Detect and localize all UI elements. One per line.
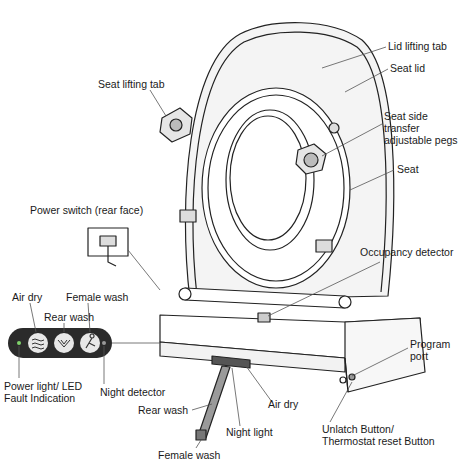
side-peg — [304, 153, 318, 167]
leader-line — [322, 124, 382, 156]
base-front — [160, 342, 345, 372]
part-label: Power switch (rear face) — [30, 204, 160, 216]
switch-cord — [108, 246, 116, 266]
leader-line — [30, 303, 36, 332]
leader-line — [345, 69, 388, 92]
air-dry-icon — [32, 339, 44, 349]
side-peg-mount — [296, 144, 326, 174]
part-label: Seat side transfer adjustable pegs — [384, 110, 460, 146]
leader-line — [150, 90, 166, 116]
seat-lid-shape — [185, 23, 393, 300]
seat-hole — [226, 110, 314, 250]
part-label: Air dry — [268, 398, 318, 410]
hinge-bar — [185, 288, 345, 308]
part-label: Seat lifting tab — [98, 78, 188, 90]
leader-line — [330, 382, 352, 422]
female-wash-icon — [86, 334, 95, 348]
occupancy-sensor — [258, 313, 270, 322]
seat-ring — [202, 88, 350, 288]
part-label: Unlatch Button/ Thermostat reset Button — [322, 423, 444, 447]
wash-wand — [198, 366, 230, 438]
seat-bumper — [180, 210, 196, 222]
program-port — [340, 377, 346, 383]
part-label: Female wash — [158, 449, 238, 461]
wand-tip — [196, 430, 206, 440]
leader-line — [352, 348, 408, 376]
control-panel-body — [8, 328, 112, 358]
female-wash-button — [80, 333, 100, 353]
night-detector — [102, 341, 106, 345]
seat-lid-edge — [193, 32, 386, 296]
part-label: Program port — [410, 338, 462, 362]
seat-peg — [170, 119, 182, 131]
leader-line — [104, 346, 105, 384]
leader-line — [232, 368, 240, 426]
leader-line — [112, 343, 160, 344]
seat-bumper — [316, 240, 332, 252]
part-label: Rear wash — [138, 404, 198, 416]
rear-wash-button — [54, 333, 74, 353]
leader-line — [19, 346, 20, 378]
power-light — [17, 341, 21, 345]
rear-wash-icon — [58, 340, 70, 347]
part-label: Lid lifting tab — [388, 40, 466, 52]
part-label: Night detector — [100, 386, 180, 398]
power-switch — [100, 236, 116, 246]
hinge-end — [339, 296, 351, 308]
hinge-end — [179, 288, 191, 300]
part-label: Female wash — [66, 291, 136, 303]
nozzle-housing — [212, 356, 250, 368]
leader-line — [192, 404, 212, 410]
control-panel — [8, 328, 112, 358]
seat-lifting-tab-shape — [160, 108, 192, 142]
leader-line — [268, 262, 380, 316]
part-label: Night light — [226, 426, 288, 438]
lid-peg — [329, 123, 339, 133]
air-dry-button — [28, 333, 48, 353]
seat-hole-edge — [230, 116, 306, 240]
seat-ring-edge — [208, 95, 344, 281]
leader-line — [246, 366, 272, 402]
part-label: Occupancy detector — [360, 246, 465, 258]
part-label: Power light/ LED Fault Indication — [4, 380, 96, 404]
base-edge — [345, 358, 348, 392]
part-label: Seat lid — [390, 62, 460, 74]
leader-line — [128, 250, 160, 290]
leader-line — [322, 47, 386, 68]
leader-line — [350, 170, 394, 190]
leader-line — [196, 440, 201, 448]
part-label: Seat — [397, 163, 447, 175]
leader-line — [64, 323, 65, 332]
part-label: Air dry — [12, 291, 62, 303]
part-label: Rear wash — [44, 311, 104, 323]
seat-drawing — [88, 23, 425, 440]
